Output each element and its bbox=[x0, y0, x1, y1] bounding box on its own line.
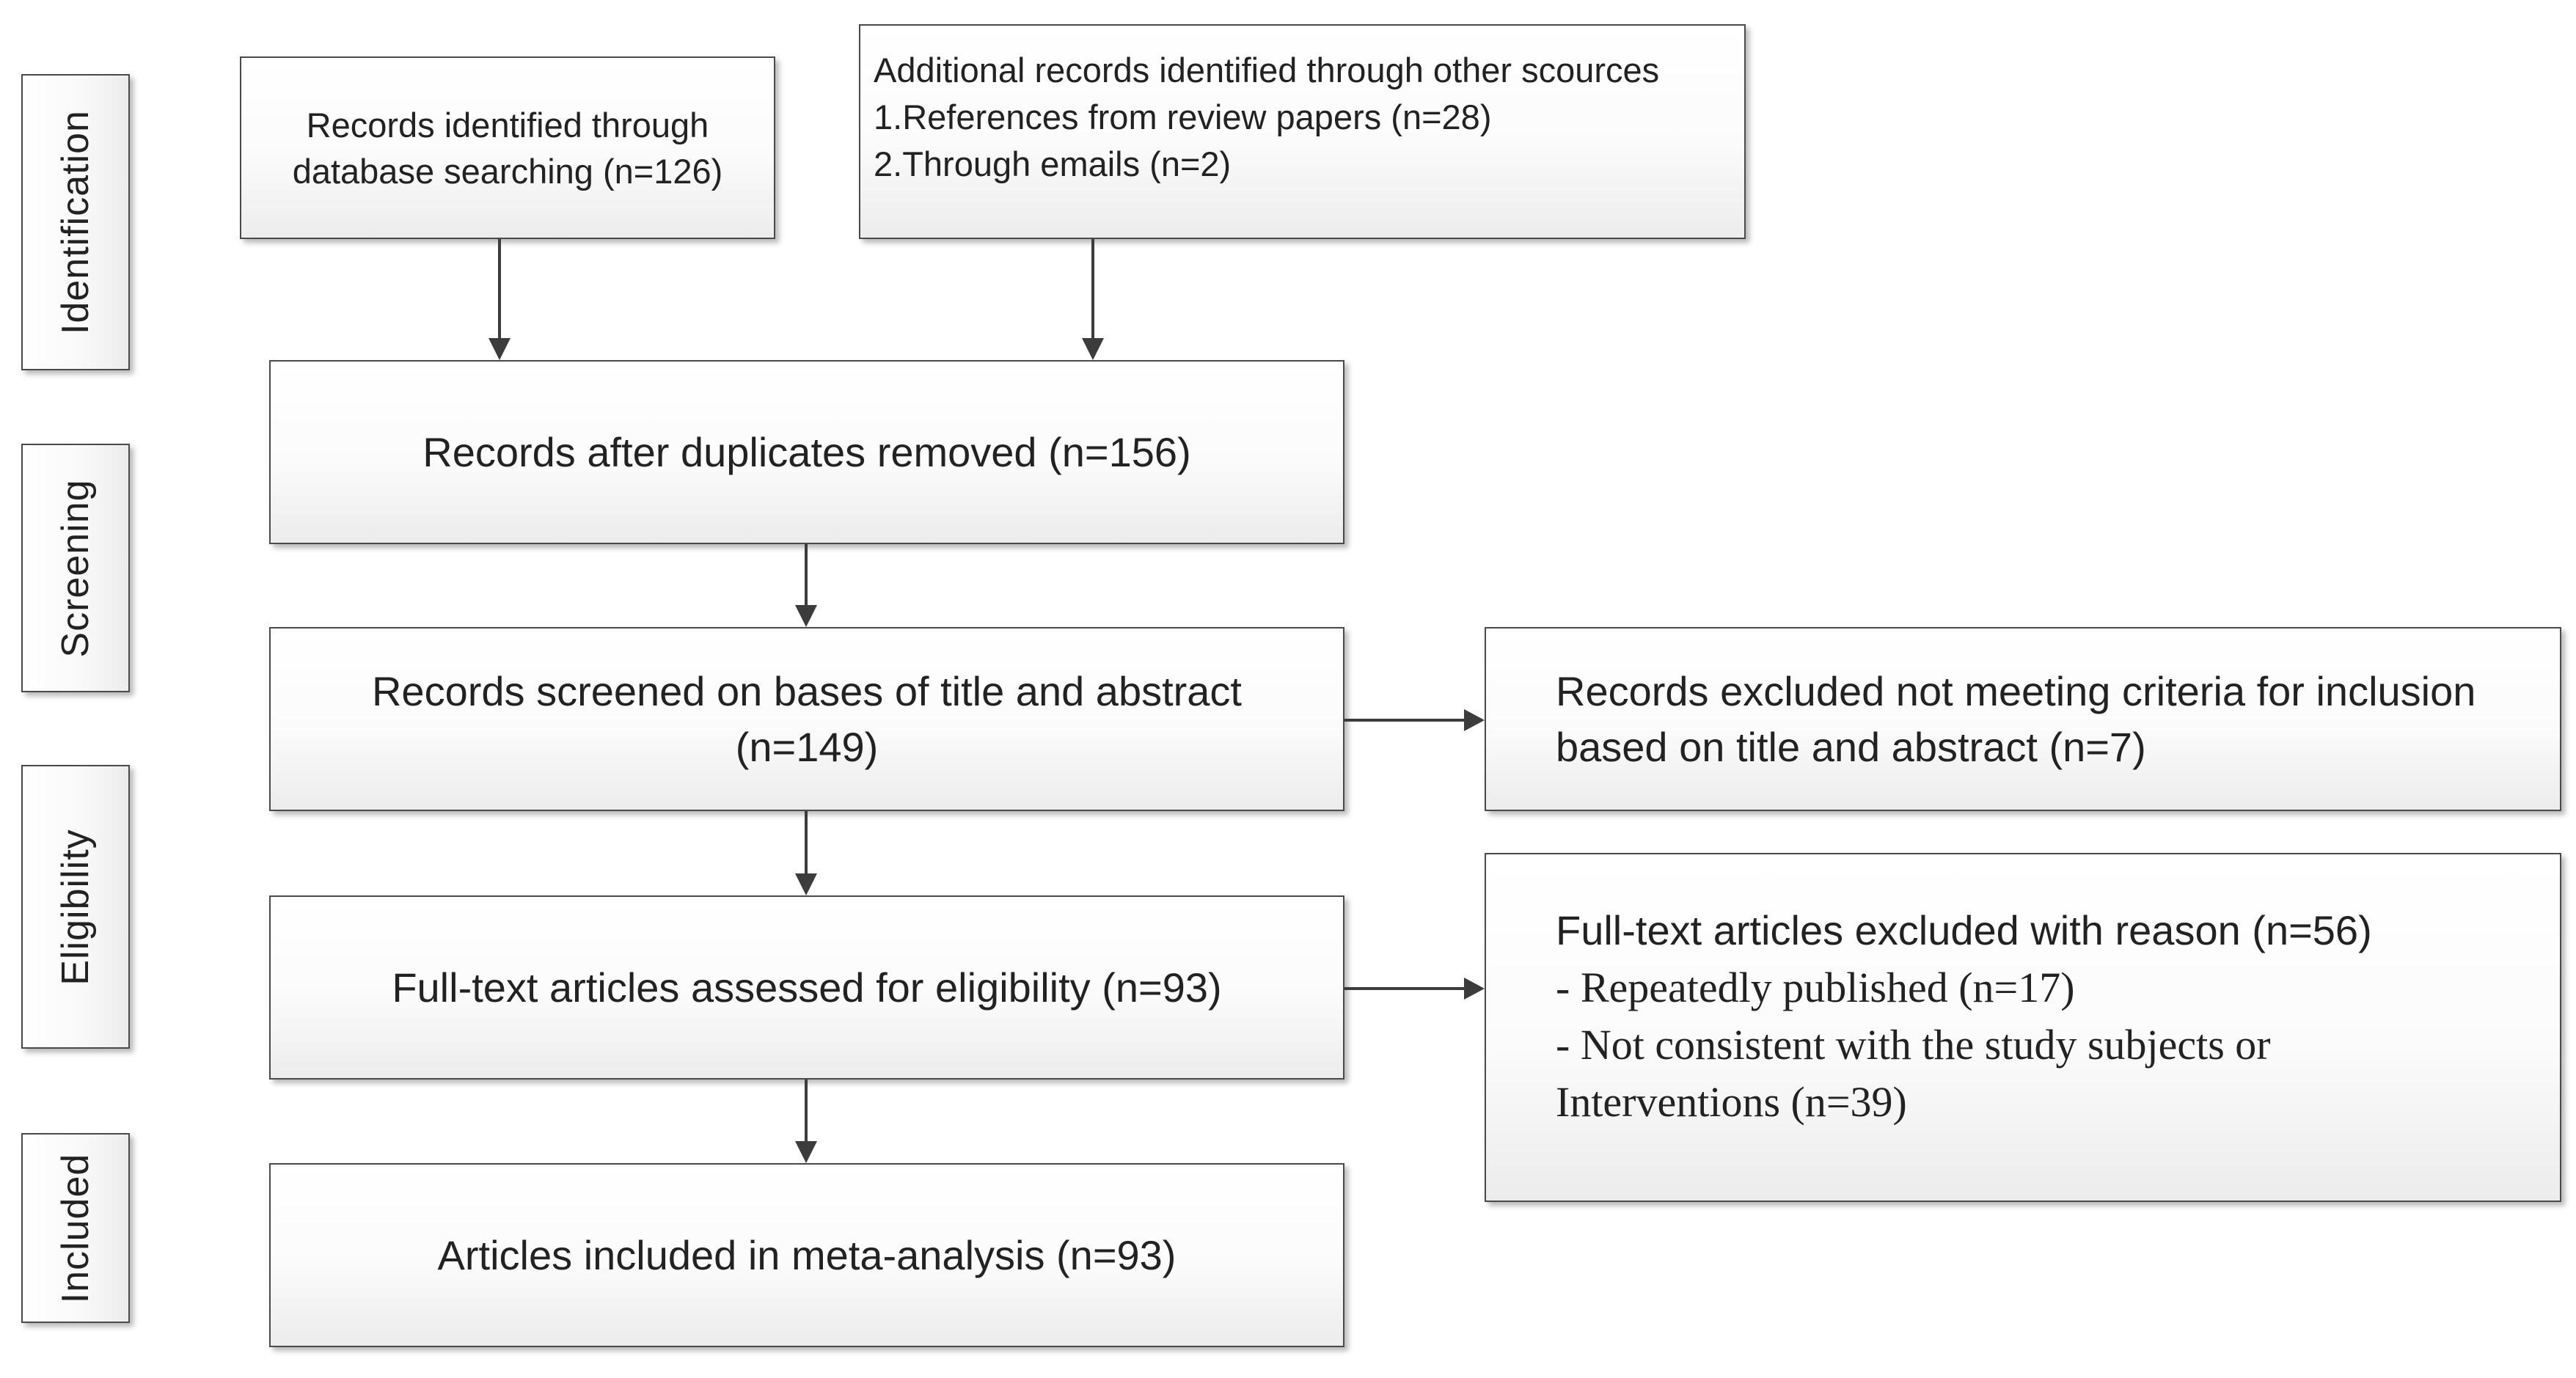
stage-screening: Screening bbox=[21, 444, 130, 692]
fulltext-excluded-box: Full-text articles excluded with reason … bbox=[1485, 853, 2561, 1202]
excluded-screening-line1: Records excluded not meeting criteria fo… bbox=[1556, 667, 2476, 714]
database-search-line1: Records identified through bbox=[306, 105, 709, 144]
fulltext-excluded-line2: - Repeatedly published (n=17) bbox=[1556, 964, 2075, 1011]
stage-identification-label: Identification bbox=[54, 110, 97, 334]
other-sources-line1: Additional records identified through ot… bbox=[874, 50, 1660, 89]
database-search-box: Records identified through database sear… bbox=[240, 56, 775, 239]
stage-included: Included bbox=[21, 1133, 130, 1323]
arrowhead-other bbox=[1082, 338, 1104, 360]
stage-identification: Identification bbox=[21, 74, 130, 370]
fulltext-excluded-line3: - Not consistent with the study subjects… bbox=[1556, 1021, 2271, 1069]
excluded-screening-box: Records excluded not meeting criteria fo… bbox=[1485, 627, 2561, 811]
screened-line2: (n=149) bbox=[735, 723, 879, 770]
stage-screening-label: Screening bbox=[54, 478, 97, 658]
arrowhead-screened-excluded bbox=[1464, 709, 1485, 731]
arrowhead-screened bbox=[795, 873, 817, 895]
screened-line1: Records screened on bases of title and a… bbox=[371, 667, 1242, 714]
arrowhead-fulltext-excluded bbox=[1464, 978, 1485, 1000]
other-sources-box: Additional records identified through ot… bbox=[859, 24, 1746, 239]
arrowhead-database bbox=[489, 338, 511, 360]
included-text: Articles included in meta-analysis (n=93… bbox=[437, 1232, 1177, 1278]
screened-box: Records screened on bases of title and a… bbox=[269, 627, 1344, 811]
fulltext-assessed-text: Full-text articles assessed for eligibil… bbox=[392, 964, 1222, 1011]
other-sources-line2: 1.References from review papers (n=28) bbox=[874, 97, 1492, 136]
stage-eligibility: Eligibility bbox=[21, 765, 130, 1049]
database-search-line2: database searching (n=126) bbox=[292, 151, 723, 191]
excluded-screening-line2: based on title and abstract (n=7) bbox=[1556, 723, 2146, 770]
arrowhead-fulltext bbox=[795, 1141, 817, 1163]
stage-eligibility-label: Eligibility bbox=[54, 828, 97, 986]
fulltext-assessed-box: Full-text articles assessed for eligibil… bbox=[269, 895, 1344, 1080]
other-sources-line3: 2.Through emails (n=2) bbox=[874, 144, 1232, 183]
fulltext-excluded-line1: Full-text articles excluded with reason … bbox=[1556, 907, 2372, 953]
duplicates-removed-text: Records after duplicates removed (n=156) bbox=[422, 429, 1191, 475]
included-box: Articles included in meta-analysis (n=93… bbox=[269, 1163, 1344, 1347]
stage-included-label: Included bbox=[54, 1153, 97, 1303]
arrowhead-duplicates bbox=[795, 605, 817, 627]
duplicates-removed-box: Records after duplicates removed (n=156) bbox=[269, 360, 1344, 544]
fulltext-excluded-line4: Interventions (n=39) bbox=[1556, 1078, 1907, 1126]
